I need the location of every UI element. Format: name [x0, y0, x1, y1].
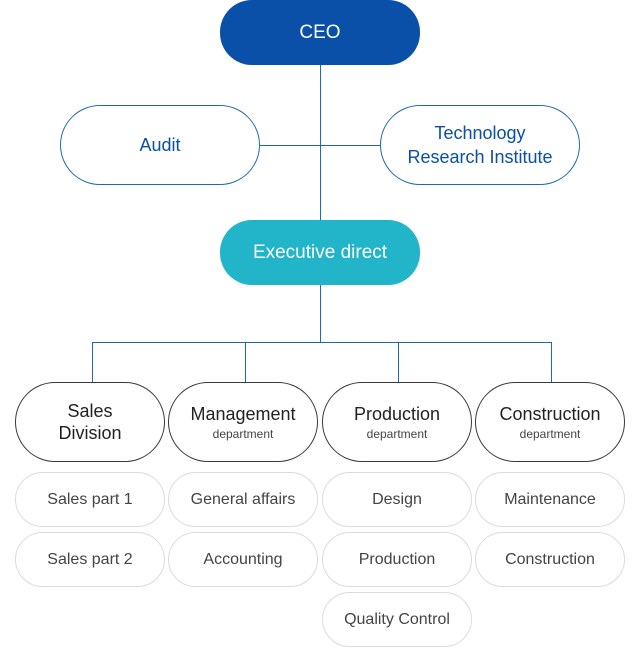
- audit-label: Audit: [139, 135, 181, 155]
- sub-unit-label: Quality Control: [344, 610, 450, 628]
- sub-unit-accounting: Accounting: [168, 532, 318, 587]
- sub-unit-quality-control: Quality Control: [322, 592, 472, 647]
- tech-label-line2: Research Institute: [407, 147, 553, 167]
- management-department-node: Management department: [168, 382, 318, 462]
- division-subtitle: department: [366, 427, 428, 441]
- connector-ceo-exec: [320, 65, 321, 220]
- division-subtitle: department: [212, 427, 274, 441]
- sub-unit-general-affairs: General affairs: [168, 472, 318, 527]
- connector-management: [245, 342, 246, 382]
- sub-unit-label: Maintenance: [504, 490, 596, 508]
- executive-label: Executive direct: [252, 241, 388, 263]
- sub-unit-sales-part-1: Sales part 1: [15, 472, 165, 527]
- division-subtitle: department: [519, 427, 581, 441]
- division-title: Sales: [67, 401, 113, 421]
- division-title: Production: [353, 404, 441, 424]
- sub-unit-label: Construction: [505, 550, 595, 568]
- sub-unit-maintenance: Maintenance: [475, 472, 625, 527]
- production-department-node: Production department: [322, 382, 472, 462]
- connector-exec-down: [320, 285, 321, 342]
- division-title: Management: [190, 404, 296, 424]
- ceo-node: CEO: [220, 0, 420, 65]
- sub-unit-label: General affairs: [190, 490, 296, 508]
- connector-horizontal: [92, 342, 551, 343]
- sub-unit-construction: Construction: [475, 532, 625, 587]
- connector-construction: [551, 342, 552, 382]
- sales-division-node: Sales Division: [15, 382, 165, 462]
- sub-unit-label: Production: [358, 550, 436, 568]
- sub-unit-label: Design: [372, 490, 422, 508]
- construction-department-node: Construction department: [475, 382, 625, 462]
- executive-direct-node: Executive direct: [220, 220, 420, 285]
- sub-unit-label: Sales part 1: [47, 490, 133, 508]
- ceo-label: CEO: [299, 21, 341, 43]
- sub-unit-design: Design: [322, 472, 472, 527]
- connector-sales: [92, 342, 93, 382]
- division-title-line2: Division: [58, 423, 122, 443]
- sub-unit-label: Sales part 2: [47, 550, 133, 568]
- connector-production: [398, 342, 399, 382]
- connector-audit-tech: [260, 145, 380, 146]
- division-title: Construction: [499, 404, 601, 424]
- audit-node: Audit: [60, 105, 260, 185]
- technology-research-institute-node: Technology Research Institute: [380, 105, 580, 185]
- sub-unit-production: Production: [322, 532, 472, 587]
- sub-unit-label: Accounting: [203, 550, 283, 568]
- sub-unit-sales-part-2: Sales part 2: [15, 532, 165, 587]
- tech-label-line1: Technology: [434, 123, 526, 143]
